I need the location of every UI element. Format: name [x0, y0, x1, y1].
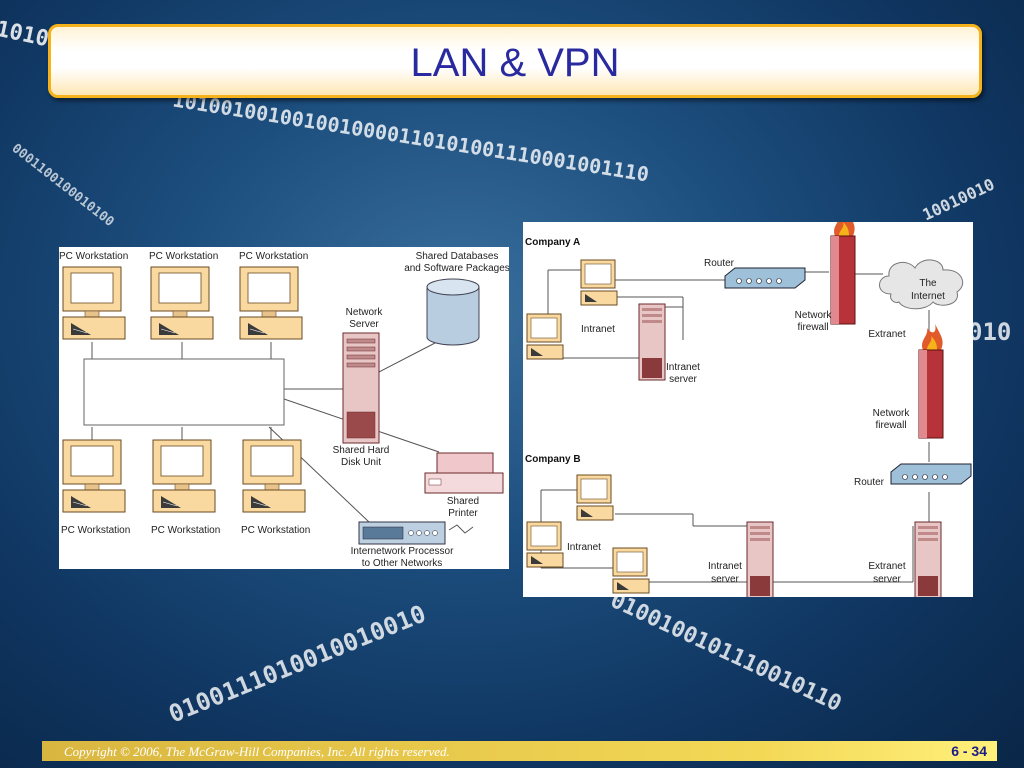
- network-server-icon: [342, 332, 380, 444]
- lan-diagram-svg: PC Workstation PC Workstation PC Worksta…: [59, 251, 510, 569]
- company-a-label: Company A: [525, 237, 580, 248]
- pc-workstation-icon: [239, 266, 303, 340]
- processor-label-line2: to Other Networks: [362, 558, 443, 569]
- internet-cloud-icon: [879, 259, 964, 310]
- printer-label-line2: Printer: [448, 508, 478, 519]
- footer-bar: Copyright © 2006, The McGraw-Hill Compan…: [42, 741, 997, 761]
- title-banner: LAN & VPN: [48, 24, 982, 98]
- pc-workstation-icon: [62, 439, 126, 513]
- pc-workstation-icon: [62, 266, 126, 340]
- disk-label-line2: Disk Unit: [341, 457, 381, 468]
- internetwork-processor-icon: [358, 521, 446, 545]
- intranet-server-icon: [746, 521, 774, 599]
- ws-top-label-1: PC Workstation: [59, 251, 128, 262]
- extranet-server-icon: [914, 521, 942, 599]
- intranet-a-label: Intranet: [581, 324, 615, 335]
- pc-workstation-icon: [526, 313, 564, 360]
- intranet-server-icon: [638, 303, 666, 381]
- vpn-diagram-svg: Company A Intranet Intranet server Route…: [525, 209, 972, 599]
- page-number: 6 - 34: [951, 743, 987, 759]
- pc-workstation-icon: [152, 439, 216, 513]
- intranet-server-a-line1: Intranet: [666, 362, 700, 373]
- binary-decoration: 010: [968, 318, 1012, 346]
- ws-bottom-label-1: PC Workstation: [61, 525, 130, 536]
- vpn-diagram: Company A Intranet Intranet server Route…: [523, 209, 973, 599]
- intranet-server-b-line1: Intranet: [708, 561, 742, 572]
- processor-label-line1: Internetwork Processor: [351, 546, 454, 557]
- firewall-icon: [830, 209, 856, 325]
- fw-a-line1: Network: [795, 310, 833, 321]
- pc-workstation-icon: [526, 521, 564, 568]
- lan-hub-box: [83, 358, 285, 426]
- ws-bottom-label-2: PC Workstation: [151, 525, 220, 536]
- ws-top-label-2: PC Workstation: [149, 251, 218, 262]
- router-a-label: Router: [704, 258, 735, 269]
- fw-b-line2: firewall: [875, 420, 906, 431]
- database-icon: [426, 278, 480, 346]
- internet-line1: The: [919, 278, 937, 289]
- extranet-label: Extranet: [868, 329, 905, 340]
- pc-workstation-icon: [576, 474, 614, 521]
- pc-workstation-icon: [150, 266, 214, 340]
- extranet-server-line2: server: [873, 574, 901, 585]
- server-label-line2: Server: [349, 319, 379, 330]
- fw-b-line1: Network: [873, 408, 911, 419]
- lan-diagram: PC Workstation PC Workstation PC Worksta…: [59, 247, 510, 569]
- extranet-server-line1: Extranet: [868, 561, 905, 572]
- internet-line2: Internet: [911, 291, 945, 302]
- server-label-line1: Network: [346, 307, 384, 318]
- pc-workstation-icon: [242, 439, 306, 513]
- fw-a-line2: firewall: [797, 322, 828, 333]
- intranet-server-b-line2: server: [711, 574, 739, 585]
- pc-workstation-icon: [580, 259, 618, 306]
- slide-title: LAN & VPN: [410, 41, 620, 85]
- ws-top-label-3: PC Workstation: [239, 251, 308, 262]
- shared-printer-icon: [424, 452, 504, 494]
- intranet-server-a-line2: server: [669, 374, 697, 385]
- firewall-icon: [918, 323, 944, 439]
- disk-label-line1: Shared Hard: [333, 445, 390, 456]
- db-label-line1: Shared Databases: [416, 251, 499, 262]
- copyright-text: Copyright © 2006, The McGraw-Hill Compan…: [64, 744, 450, 759]
- pc-workstation-icon: [612, 547, 650, 594]
- router-icon: [724, 267, 806, 289]
- router-b-label: Router: [854, 477, 885, 488]
- ws-bottom-label-3: PC Workstation: [241, 525, 310, 536]
- intranet-b-label: Intranet: [567, 542, 601, 553]
- router-icon: [890, 463, 972, 485]
- company-b-label: Company B: [525, 454, 581, 465]
- db-label-line2: and Software Packages: [404, 263, 509, 274]
- printer-label-line1: Shared: [447, 496, 479, 507]
